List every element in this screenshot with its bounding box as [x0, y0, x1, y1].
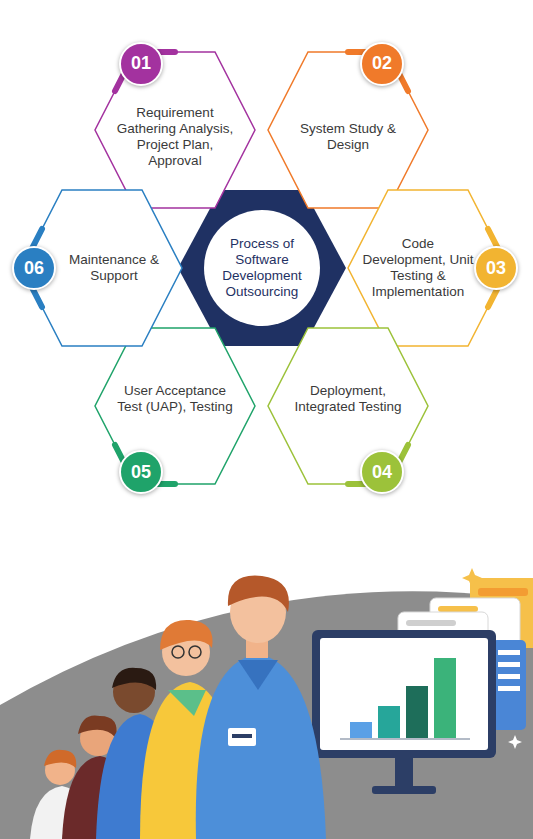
step-label: Code Development, Unit Testing & Impleme… [362, 236, 474, 299]
step-hexagon: 06Maintenance & Support [22, 190, 182, 346]
center-hexagon-fill [178, 190, 346, 346]
step-label: Requirement Gathering Analysis, Project … [113, 105, 237, 168]
hexagon-border [268, 52, 428, 208]
center-hexagon: Process of Software Development Outsourc… [178, 190, 346, 346]
step-number: 03 [474, 246, 518, 290]
monitor [312, 630, 496, 794]
step-label: User Acceptance Test (UAP), Testing [116, 383, 234, 415]
step-label: Maintenance & Support [62, 252, 166, 284]
step-number: 06 [12, 246, 56, 290]
hexagon-border [95, 52, 255, 208]
center-title: Process of Software Development Outsourc… [210, 236, 314, 299]
sparkles [462, 568, 522, 749]
step-label: Deployment, Integrated Testing [289, 383, 407, 415]
step-number: 02 [360, 42, 404, 86]
step-hexagon: 02System Study & Design [268, 52, 428, 208]
step-hexagon: 04Deployment, Integrated Testing [268, 328, 428, 484]
step-number: 05 [119, 450, 163, 494]
step-hexagon: 01Requirement Gathering Analysis, Projec… [95, 52, 255, 208]
step-hexagon: 03Code Development, Unit Testing & Imple… [348, 190, 508, 346]
people [30, 576, 326, 839]
step-label: System Study & Design [289, 121, 407, 153]
step-number: 01 [119, 42, 163, 86]
center-circle [204, 210, 320, 326]
hexagon-border [268, 328, 428, 484]
hexagon-border [95, 328, 255, 484]
step-number: 04 [360, 450, 404, 494]
step-hexagon: 05User Acceptance Test (UAP), Testing [95, 328, 255, 484]
